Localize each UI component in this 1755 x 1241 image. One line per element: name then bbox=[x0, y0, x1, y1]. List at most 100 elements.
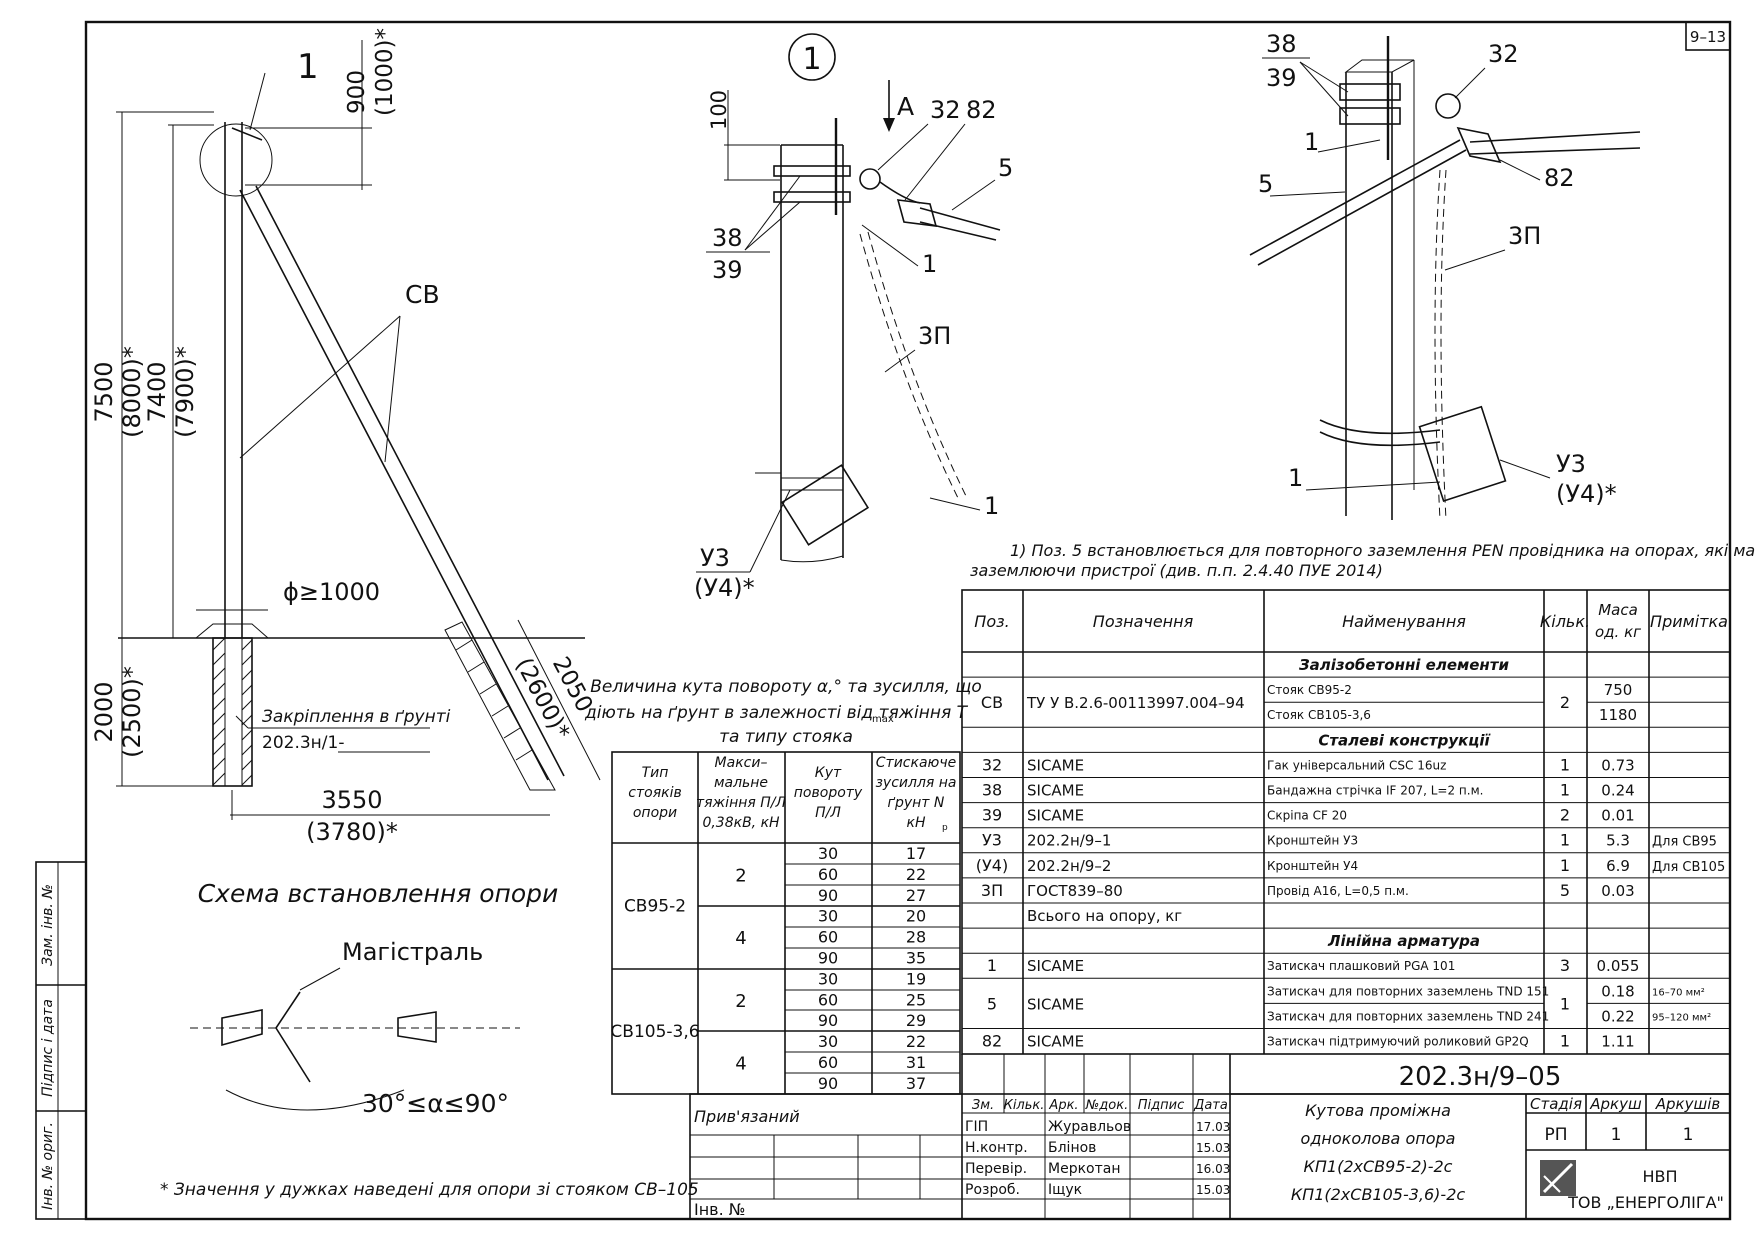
d1-label-u3: У3 bbox=[700, 544, 730, 572]
description-line: Кутова проміжна bbox=[1305, 1101, 1451, 1120]
force-angle: 60 bbox=[818, 1053, 838, 1072]
stamp-replace-inv: Зам. інв. № bbox=[40, 884, 56, 966]
section-steel: Сталеві конструкції bbox=[1318, 731, 1491, 749]
spec-pos: 5 bbox=[987, 994, 997, 1013]
description-line: одноколова опора bbox=[1301, 1129, 1456, 1148]
d1-label-1a: 1 bbox=[922, 250, 937, 278]
spec-mass: 0.73 bbox=[1601, 756, 1634, 774]
force-header-line: П/Л bbox=[815, 805, 841, 821]
spec-name: Затискач підтримуючий роликовий GP2Q bbox=[1267, 1035, 1529, 1049]
force-header-line: кН bbox=[907, 815, 926, 831]
spec-designation: SICAME bbox=[1027, 782, 1084, 800]
sheets-value: 1 bbox=[1683, 1125, 1694, 1145]
spec-designation: SICAME bbox=[1027, 957, 1084, 975]
spec-note: 16–70 мм² bbox=[1652, 987, 1705, 998]
spec-qty: 1 bbox=[1560, 1032, 1570, 1051]
inv-no-label: Інв. № bbox=[694, 1200, 745, 1219]
spec-name: Кронштейн У4 bbox=[1267, 859, 1358, 873]
revision-col: Дата bbox=[1193, 1098, 1228, 1113]
force-angle: 30 bbox=[818, 1032, 838, 1051]
force-caption-2-sub: max bbox=[872, 714, 894, 725]
force-header-line: зусилля на bbox=[875, 775, 956, 791]
d1-label-82: 82 bbox=[966, 96, 997, 124]
force-header-line: опори bbox=[633, 805, 677, 821]
spec-name: Затискач для повторних заземлень TND 241 bbox=[1267, 1009, 1549, 1023]
force-header-sub: р bbox=[942, 823, 948, 833]
spec-header: Найменування bbox=[1342, 612, 1466, 631]
label-cb: СВ bbox=[405, 280, 440, 309]
note-1-line2: заземлюючи пристрої (див. п.п. 2.4.40 ПУ… bbox=[970, 561, 1383, 580]
force-angle: 90 bbox=[818, 1074, 838, 1093]
force-angle: 30 bbox=[818, 907, 838, 926]
force-header-line: Кут bbox=[815, 765, 842, 781]
revision-col: Кільк. bbox=[1004, 1098, 1045, 1113]
person-role: ГІП bbox=[965, 1119, 988, 1135]
force-header-line: тяжіння П/Л bbox=[696, 795, 787, 811]
d2-label-39: 39 bbox=[1266, 64, 1297, 92]
spec-header-mass-2: од. кг bbox=[1595, 623, 1641, 641]
force-header-line: повороту bbox=[794, 785, 863, 801]
force-value: 28 bbox=[906, 928, 926, 947]
force-header-line: стояків bbox=[628, 785, 681, 801]
note-1-line1: 1) Поз. 5 встановлюється для повторного … bbox=[1010, 541, 1755, 560]
spec-name: Стояк СВ95-2 bbox=[1267, 683, 1352, 697]
spec-header: Позначення bbox=[1093, 612, 1194, 631]
diameter-label: ϕ≥1000 bbox=[283, 578, 380, 606]
spec-qty: 1 bbox=[1560, 781, 1570, 800]
org-line-1: НВП bbox=[1642, 1167, 1677, 1186]
d1-label-38: 38 bbox=[712, 224, 743, 252]
force-header-line: 0,38кВ, кН bbox=[702, 815, 780, 831]
footnote: * Значення у дужках наведені для опори з… bbox=[160, 1180, 699, 1200]
pole-elevation: 1 900 (1000)* 7500 (8000)* 7400 (7900)* … bbox=[90, 28, 699, 1200]
spec-qty: 3 bbox=[1560, 956, 1570, 975]
dim-3780: (3780)* bbox=[306, 818, 398, 846]
person-name: Іщук bbox=[1048, 1182, 1082, 1198]
spec-header: Поз. bbox=[974, 612, 1009, 631]
person-date: 15.03 bbox=[1196, 1141, 1230, 1155]
spec-mass: 0.24 bbox=[1601, 782, 1634, 800]
d2-label-u3: У3 bbox=[1556, 450, 1586, 478]
spec-qty: 1 bbox=[1560, 856, 1570, 875]
spec-pos: 82 bbox=[982, 1032, 1002, 1051]
d1-label-1b: 1 bbox=[984, 492, 999, 520]
force-table: Величина кута повороту α,° та зусилля, щ… bbox=[584, 677, 982, 1095]
stage-value: РП bbox=[1544, 1125, 1567, 1145]
person-role: Розроб. bbox=[965, 1182, 1020, 1198]
spec-name: Гак універсальний CSC 16uz bbox=[1267, 758, 1446, 772]
d2-label-3p: 3П bbox=[1508, 222, 1541, 250]
section-line-fittings: Лінійна арматура bbox=[1327, 932, 1480, 950]
spec-pos: 32 bbox=[982, 755, 1002, 774]
force-value: 27 bbox=[906, 886, 926, 905]
force-pole-type: СВ95-2 bbox=[624, 897, 686, 917]
spec-qty: 1 bbox=[1560, 831, 1570, 850]
force-tension: 2 bbox=[735, 865, 746, 886]
force-pole-type: СВ105-3,6 bbox=[610, 1022, 699, 1042]
d1-label-3p: 3П bbox=[918, 322, 951, 350]
person-name: Меркотан bbox=[1048, 1161, 1121, 1177]
sheet-header: Аркуш bbox=[1589, 1095, 1642, 1113]
spec-designation: SICAME bbox=[1027, 1033, 1084, 1051]
force-value: 37 bbox=[906, 1074, 926, 1093]
dim-2500: (2500)* bbox=[118, 666, 146, 758]
force-value: 35 bbox=[906, 949, 926, 968]
spec-mass: 1.11 bbox=[1601, 1033, 1634, 1051]
dim-2000: 2000 bbox=[90, 681, 118, 742]
force-angle: 60 bbox=[818, 990, 838, 1009]
person-date: 15.03 bbox=[1196, 1183, 1230, 1197]
d2-label-u4: (У4)* bbox=[1556, 480, 1617, 508]
force-angle: 90 bbox=[818, 886, 838, 905]
spec-mass: 6.9 bbox=[1606, 857, 1630, 875]
revision-col: №док. bbox=[1085, 1098, 1128, 1113]
force-value: 22 bbox=[906, 865, 926, 884]
section-concrete: Залізобетонні елементи bbox=[1299, 656, 1509, 674]
force-angle: 90 bbox=[818, 949, 838, 968]
spec-mass: 1180 bbox=[1599, 706, 1637, 724]
spec-mass: 5.3 bbox=[1606, 832, 1630, 850]
force-header-line: Макси– bbox=[715, 755, 768, 771]
dim-8000: (8000)* bbox=[118, 346, 146, 438]
d1-label-32: 32 bbox=[930, 96, 961, 124]
scheme-title: Схема встановлення опори bbox=[198, 879, 559, 908]
